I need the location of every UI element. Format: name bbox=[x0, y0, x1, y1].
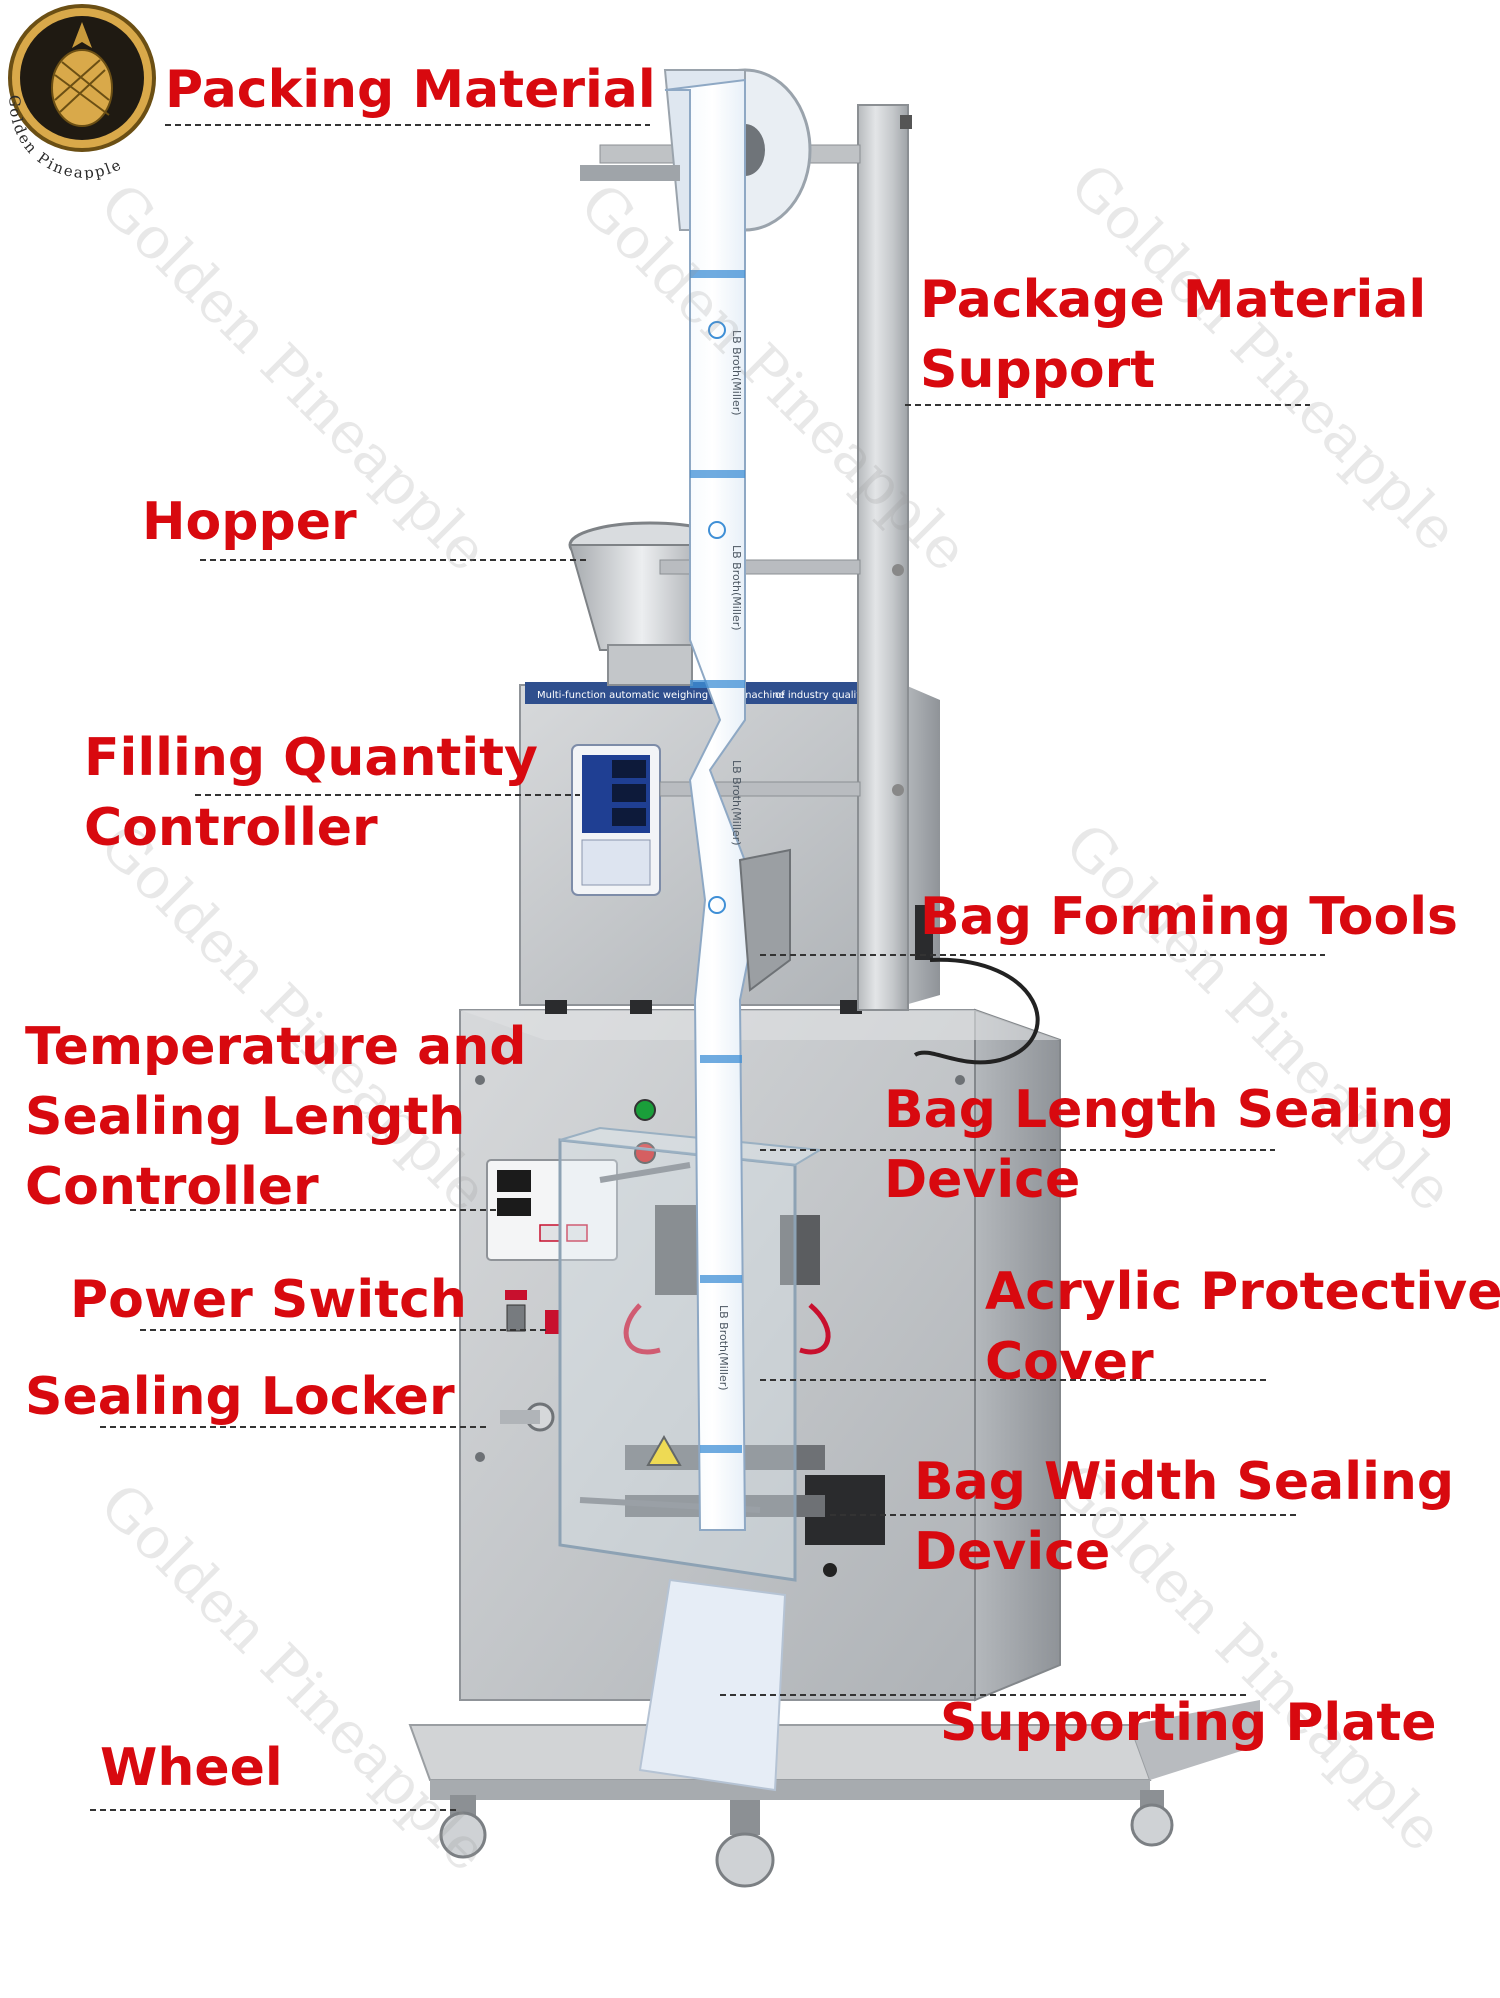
label-acrylic-protective-cover: Acrylic Protective Cover bbox=[985, 1262, 1500, 1392]
filling-control-panel bbox=[571, 744, 661, 896]
label-hopper: Hopper bbox=[142, 492, 357, 552]
leader-lines bbox=[90, 124, 1325, 1811]
film-print-text-2: LB Broth(Miller) bbox=[730, 545, 743, 631]
golden-pineapple-logo: Golden Pineapple bbox=[6, 4, 156, 180]
label-sealing-locker: Sealing Locker bbox=[25, 1367, 455, 1427]
label-packing-material: Packing Material bbox=[165, 60, 656, 120]
wheel-group bbox=[439, 1790, 1174, 1888]
pineapple-icon bbox=[51, 49, 113, 127]
pineapple-crown-icon bbox=[72, 22, 92, 48]
sealing-locker-graphic bbox=[500, 1402, 555, 1432]
supporting-base bbox=[408, 1700, 1260, 1800]
header-strip-text: Multi-function automatic weighing fillin… bbox=[537, 690, 785, 701]
label-temperature-sealing-controller: Temperature and Sealing Length Controlle… bbox=[25, 1017, 527, 1217]
label-bag-width-sealing-device: Bag Width Sealing Device bbox=[914, 1452, 1455, 1582]
film-print-text-1: LB Broth(Miller) bbox=[730, 330, 743, 416]
label-filling-quantity-controller: Filling Quantity Controller bbox=[84, 728, 538, 858]
label-bag-forming-tools: Bag Forming Tools bbox=[920, 887, 1458, 947]
packing-film-web: LB Broth(Miller) LB Broth(Miller) LB Bro… bbox=[664, 78, 762, 1531]
header-strip-text-right: of industry quality! bbox=[775, 690, 870, 701]
label-power-switch: Power Switch bbox=[70, 1270, 467, 1330]
label-package-material-support: Package Material Support bbox=[920, 270, 1427, 400]
film-print-text-4: LB Broth(Miller) bbox=[717, 1305, 730, 1391]
bag-forming-collar bbox=[738, 848, 1040, 1065]
label-supporting-plate: Supporting Plate bbox=[940, 1693, 1437, 1753]
label-wheel: Wheel bbox=[100, 1738, 283, 1798]
acrylic-cover bbox=[558, 1126, 824, 1582]
output-bag bbox=[638, 1578, 787, 1792]
film-print-text-3: LB Broth(Miller) bbox=[730, 760, 743, 846]
label-bag-length-sealing-device: Bag Length Sealing Device bbox=[884, 1080, 1455, 1210]
